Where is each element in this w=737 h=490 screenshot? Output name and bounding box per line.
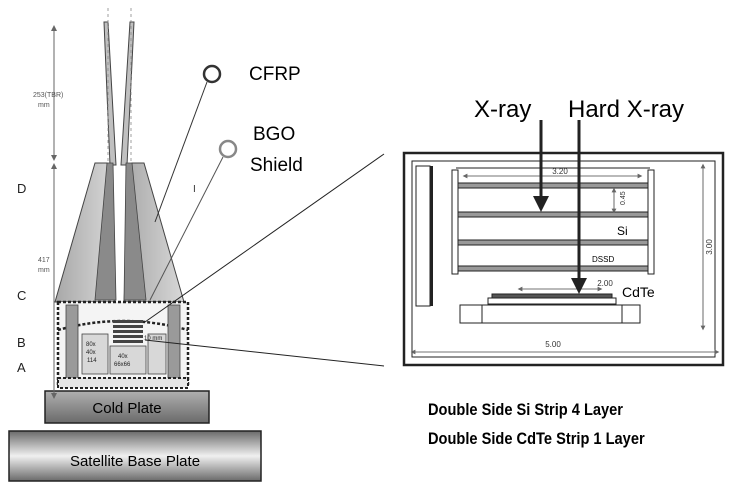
inner-center-label-1: 40x xyxy=(118,354,128,360)
inner-left-label-2: 40x xyxy=(86,350,96,356)
bgo-label-line1: BGO xyxy=(253,124,295,145)
hard-xray-label: Hard X-ray xyxy=(568,96,684,123)
caption-cdte-strip: Double Side CdTe Strip 1 Layer xyxy=(428,429,645,448)
si-layers xyxy=(451,169,655,275)
dim-width-500: 5.00 xyxy=(545,340,561,349)
dim-top-unit: mm xyxy=(38,102,50,109)
hard-xray-arrow-head-icon xyxy=(571,278,587,294)
inner-left-label-1: 80x xyxy=(86,342,96,348)
dim-mid-height: 417 xyxy=(38,257,50,264)
cold-plate-label: Cold Plate xyxy=(92,400,161,417)
cfrp-marker-icon xyxy=(202,64,222,84)
caption-si-strip: Double Side Si Strip 4 Layer xyxy=(428,400,623,419)
section-letter-a: A xyxy=(17,360,26,375)
section-letter-d: D xyxy=(17,181,26,196)
inner-center-label-2: 66x66 xyxy=(114,362,131,368)
bgo-left-wedge xyxy=(94,162,117,301)
detector-detail: 3.20 0.45 2.00 3.00 5.00 Si DSSD CdTe xyxy=(402,151,725,367)
instrument-side-view: 80x 40x 114 40x 66x66 10 mm Cold Plate S… xyxy=(8,8,385,482)
inner-small-tag: 10 mm xyxy=(144,336,162,342)
xray-arrows: X-ray Hard X-ray xyxy=(474,96,684,294)
cold-plate xyxy=(44,390,210,424)
collimator-right-tube xyxy=(120,21,135,166)
dim-mid-unit: mm xyxy=(38,267,50,274)
cfrp-label: CFRP xyxy=(249,64,301,85)
dim-height-300: 3.00 xyxy=(705,239,714,255)
satellite-base-plate-label: Satellite Base Plate xyxy=(70,453,200,470)
si-label: Si xyxy=(617,224,628,238)
collimator-left-tube xyxy=(103,21,117,166)
detector-stack-small xyxy=(113,320,143,343)
xray-label: X-ray xyxy=(474,96,531,123)
bgo-label-line2: Shield xyxy=(250,155,303,176)
cdte-label: CdTe xyxy=(622,284,655,300)
bgo-marker-icon xyxy=(218,139,238,159)
satellite-base-plate xyxy=(8,430,262,482)
cdte-detector xyxy=(491,293,613,299)
xray-arrow-head-icon xyxy=(533,196,549,212)
section-letter-c: C xyxy=(17,288,26,303)
dim-width-320: 3.20 xyxy=(552,167,568,176)
dim-top-height: 253(TBR) xyxy=(33,92,63,99)
section-letter-b: B xyxy=(17,335,26,350)
bgo-right-wedge xyxy=(123,162,147,301)
mark-i: I xyxy=(193,184,196,195)
dim-width-200: 2.00 xyxy=(597,279,613,288)
inner-left-label-3: 114 xyxy=(87,358,97,364)
dssd-label: DSSD xyxy=(592,255,614,264)
dim-gap-045: 0.45 xyxy=(620,191,627,205)
